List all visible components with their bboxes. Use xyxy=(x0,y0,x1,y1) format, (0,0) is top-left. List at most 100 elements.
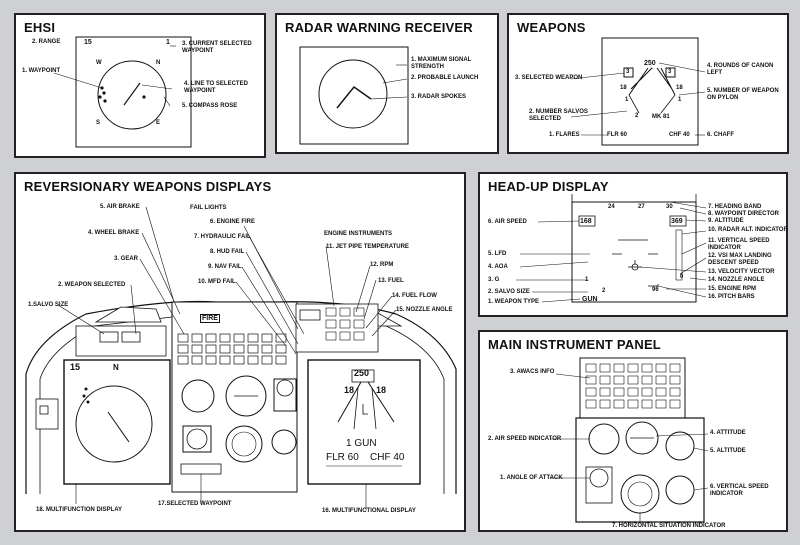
compass-s: S xyxy=(96,120,101,126)
mip-panel: MAIN INSTRUMENT PANEL xyxy=(478,330,788,532)
weapons-rounds-label: 4. ROUNDS OF CANON LEFT xyxy=(707,63,774,76)
mfd-rounds: 250 xyxy=(354,368,370,378)
label-selected-waypoint: 17.SELECTED WAYPOINT xyxy=(158,501,232,507)
panel-title: WEAPONS xyxy=(517,20,586,35)
hud-nozzle-label: 14. NOZZLE ANGLE xyxy=(708,277,765,283)
mfd-gun: 1 GUN xyxy=(346,438,377,449)
hud-weapon: GUN xyxy=(582,296,598,303)
hud-heading-2: 27 xyxy=(638,204,645,210)
weapons-selected-label: 3. SELECTED WEAPON xyxy=(515,75,583,81)
ehsi-panel: EHSI 2. RANGE 15 1 3. CURRENT SELECTED W… xyxy=(14,13,266,158)
ehsi-diagram xyxy=(53,36,192,148)
hud-lfd-label: 5. LFD xyxy=(488,251,507,257)
weapons-salvos-label: 2. NUMBER SALVOS SELECTED xyxy=(529,109,588,122)
mip-awacs-label: 3. AWACS INFO xyxy=(510,369,555,375)
compass-e: E xyxy=(156,120,161,126)
label-engine-fire: 6. ENGINE FIRE xyxy=(210,219,256,225)
label-fuel-flow: 14. FUEL FLOW xyxy=(392,293,437,299)
label-hydraulic-fail: 7. HYDRAULIC FAIL xyxy=(194,234,251,240)
rwr-diagram xyxy=(299,46,409,145)
weapons-diagram xyxy=(570,37,706,146)
label-air-brake: 5. AIR BRAKE xyxy=(100,204,140,210)
mip-airspeed-label: 2. AIR SPEED INDICATOR xyxy=(488,436,562,442)
weapons-weapon: MK 81 xyxy=(652,114,670,120)
panel-title: REVERSIONARY WEAPONS DISPLAYS xyxy=(24,179,272,194)
hud-vsi-label: 11. VERTICAL SPEED INDICATOR xyxy=(708,238,770,251)
hud-g: 1 xyxy=(585,277,589,283)
hud-heading-3: 30 xyxy=(666,204,673,210)
hud-airspeed: 168 xyxy=(580,218,592,225)
rwr-panel: RADAR WARNING RECEIVER 1. MAXIMUM SIGNAL… xyxy=(275,13,499,154)
ehsi-current-waypoint-label: 3. CURRENT SELECTED WAYPOINT xyxy=(182,41,252,54)
hud-altitude-label: 9. ALTITUDE xyxy=(708,218,744,224)
ehsi-compass-label: 5. COMPASS ROSE xyxy=(182,103,238,109)
hud-nozzle: 0 xyxy=(680,274,684,280)
hud-heading-band-label: 7. HEADING BAND xyxy=(708,204,762,210)
hud-heading-1: 24 xyxy=(608,204,615,210)
label-nozzle-angle: 15. NOZZLE ANGLE xyxy=(396,307,453,313)
hud-rpm: 96 xyxy=(652,287,659,293)
hud-vsi-max-label: 12. VSI MAX LANDING DESCENT SPEED xyxy=(708,253,772,266)
weapons-salvo-right: 1 xyxy=(678,97,682,103)
label-multifunction-display: 18. MULTIFUNCTION DISPLAY xyxy=(36,507,123,513)
label-mfd-fail: 10. MFD FAIL xyxy=(198,279,236,285)
hud-aoa-label: 4. AOA xyxy=(488,264,508,270)
label-weapon-selected: 2. WEAPON SELECTED xyxy=(58,282,126,288)
mfd-flares: FLR 60 xyxy=(326,452,359,463)
label-fail-lights: FAIL LIGHTS xyxy=(190,205,227,211)
mfd-left-count: 18 xyxy=(344,385,355,395)
weapons-pylon-left: 18 xyxy=(620,85,627,91)
cockpit-diagram xyxy=(25,206,457,510)
hud-pitch-bars-label: 16. PITCH BARS xyxy=(708,294,755,300)
hud-radar-alt-label: 10. RADAR ALT. INDICATOR xyxy=(708,227,788,233)
label-rpm: 12. RPM xyxy=(370,262,394,268)
weapons-rounds: 250 xyxy=(644,60,656,67)
hud-airspeed-label: 6. AIR SPEED xyxy=(488,219,527,225)
hud-salvo: 2 xyxy=(602,288,606,294)
weapons-flares-label: 1. FLARES xyxy=(549,132,580,138)
panel-title: HEAD-UP DISPLAY xyxy=(488,179,609,194)
fire-indicator: FIRE xyxy=(200,314,220,323)
weapons-pylon-label: 5. NUMBER OF WEAPON ON PYLON xyxy=(707,88,779,101)
hud-waypoint-director-label: 8. WAYPOINT DIRECTOR xyxy=(708,211,780,217)
weapons-chaff-label: 6. CHAFF xyxy=(707,132,734,138)
label-salvo-size: 1.SALVO SIZE xyxy=(28,302,69,308)
hud-weapon-type-label: 1. WEAPON TYPE xyxy=(488,299,540,305)
hud-altitude: 369 xyxy=(671,218,683,225)
panel-title: EHSI xyxy=(24,20,56,35)
label-nav-fail: 9. NAV FAIL xyxy=(208,264,242,270)
rwr-spokes-label: 3. RADAR SPOKES xyxy=(411,94,467,100)
weapons-box-left: 3 xyxy=(626,69,630,75)
hud-velocity-vector-label: 13. VELOCITY VECTOR xyxy=(708,269,775,275)
mfd-north: N xyxy=(113,363,119,372)
weapons-salvos: 2 xyxy=(635,113,639,119)
label-jet-pipe: 11. JET PIPE TEMPERATURE xyxy=(326,244,409,250)
weapons-salvo-left: 1 xyxy=(625,97,629,103)
rwr-max-signal-label: 1. MAXIMUM SIGNAL STRENGTH xyxy=(411,57,472,70)
weapons-box-right: 3 xyxy=(668,69,672,75)
weapons-panel: WEAPONS 250 3 3 18 18 1 1 2 MK 81 FLR 60… xyxy=(507,13,789,154)
mip-hsi-label: 7. HORIZONTAL SITUATION INDICATOR xyxy=(612,523,726,529)
label-multifunctional-display: 16. MULTIFUNCTIONAL DISPLAY xyxy=(322,508,416,514)
rwr-launch-label: 2. PROBABLE LAUNCH xyxy=(411,75,479,81)
ehsi-waypoint-label: 1. WAYPOINT xyxy=(22,68,61,74)
label-fuel: 13. FUEL xyxy=(378,278,404,284)
hud-diagram xyxy=(516,194,707,303)
mip-altitude-label: 5. ALTITUDE xyxy=(710,448,746,454)
mip-vsi-label: 6. VERTICAL SPEED INDICATOR xyxy=(710,484,769,497)
ehsi-line-label: 4. LINE TO SELECTED WAYPOINT xyxy=(184,81,248,94)
mip-diagram xyxy=(550,357,709,523)
panel-title: MAIN INSTRUMENT PANEL xyxy=(488,337,661,352)
compass-w: W xyxy=(96,60,102,66)
hud-panel: HEAD-UP DISPLAY xyxy=(478,172,788,317)
mip-aoa-label: 1. ANGLE OF ATTACK xyxy=(500,475,563,481)
label-engine-instruments: ENGINE INSTRUMENTS xyxy=(324,231,393,237)
panel-title: RADAR WARNING RECEIVER xyxy=(285,20,473,35)
ehsi-range-value: 15 xyxy=(84,39,92,46)
weapons-pylon-right: 18 xyxy=(676,85,683,91)
label-gear: 3. GEAR xyxy=(114,256,139,262)
label-wheel-brake: 4. WHEEL BRAKE xyxy=(88,230,140,236)
reversionary-panel: REVERSIONARY WEAPONS DISPLAYS xyxy=(14,172,466,532)
weapons-chaff: CHF 40 xyxy=(669,132,690,138)
